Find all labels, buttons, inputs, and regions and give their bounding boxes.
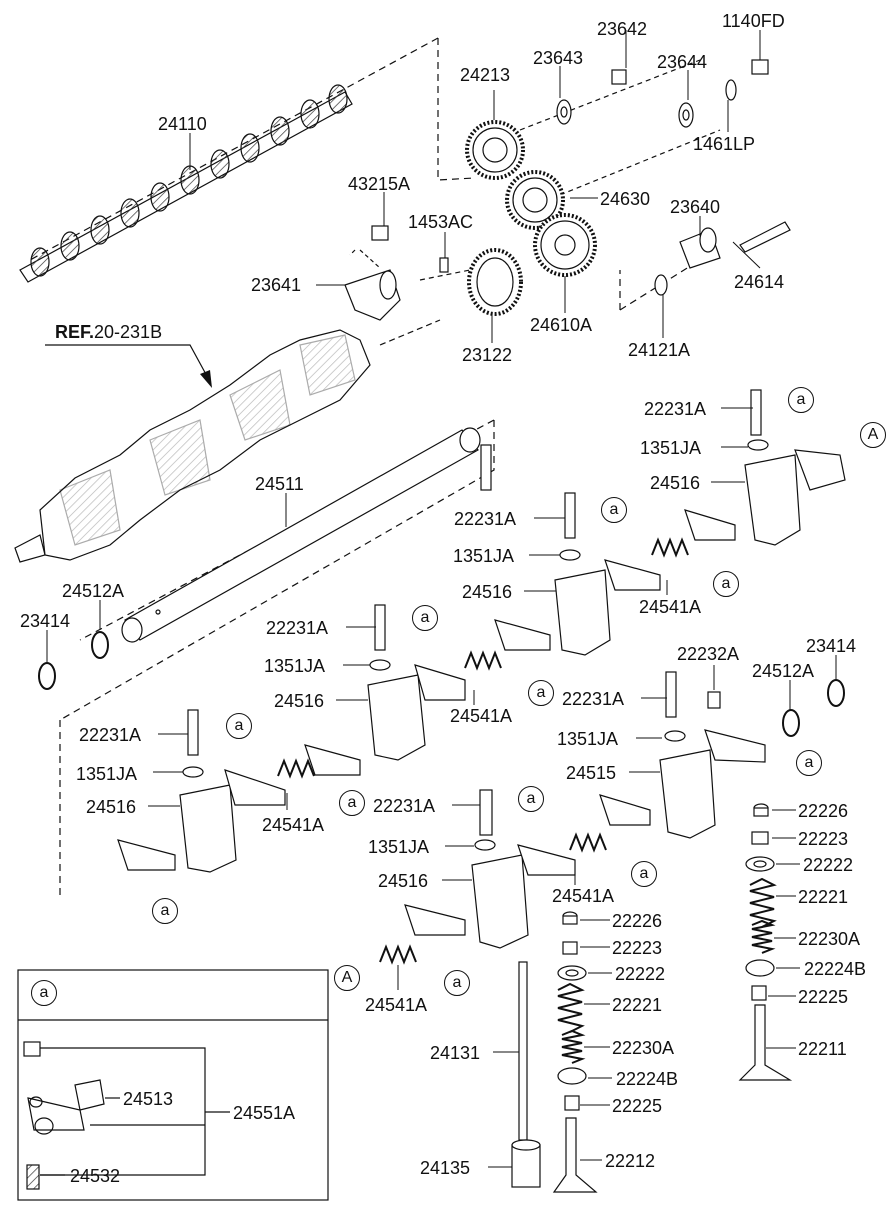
marker-A-2: A bbox=[334, 965, 360, 991]
part-label-22223-right: 22223 bbox=[798, 829, 849, 849]
part-label-1351JA-4: 1351JA bbox=[557, 729, 619, 749]
part-label-22221-right: 22221 bbox=[798, 887, 849, 907]
part-label-22226-right: 22226 bbox=[798, 801, 849, 821]
part-label-24511: 24511 bbox=[255, 474, 304, 494]
part-label-24551A: 24551A bbox=[233, 1103, 296, 1123]
part-label-24516-2: 24516 bbox=[462, 582, 513, 602]
part-label-24121A: 24121A bbox=[628, 340, 691, 360]
part-label-22231A-1: 22231A bbox=[644, 399, 707, 419]
marker-a-10: a bbox=[518, 786, 544, 812]
part-label-22211: 22211 bbox=[798, 1039, 847, 1059]
crankshaft bbox=[14, 319, 441, 563]
part-label-22225-right: 22225 bbox=[798, 987, 849, 1007]
marker-a-5: a bbox=[528, 680, 554, 706]
part-label-22224B-middle: 22224B bbox=[616, 1069, 679, 1089]
part-label-24516-6: 24516 bbox=[378, 871, 429, 891]
part-label-22231A-5: 22231A bbox=[79, 725, 142, 745]
part-label-22231A-4: 22231A bbox=[562, 689, 625, 709]
part-label-1140FD: 1140FD bbox=[722, 11, 785, 31]
part-label-22226-middle: 22226 bbox=[612, 911, 663, 931]
marker-a-7: a bbox=[339, 790, 365, 816]
part-label-1453AC: 1453AC bbox=[408, 212, 474, 232]
part-label-24515: 24515 bbox=[566, 763, 617, 783]
part-label-23644: 23644 bbox=[657, 52, 708, 72]
part-label-24516-5: 24516 bbox=[86, 797, 137, 817]
marker-a-2: a bbox=[601, 497, 627, 523]
part-label-24135: 24135 bbox=[420, 1158, 471, 1178]
part-label-22231A-2: 22231A bbox=[454, 509, 517, 529]
part-label-23414-right: 23414 bbox=[806, 636, 857, 656]
part-label-24630: 24630 bbox=[600, 189, 651, 209]
part-label-24541A-3: 24541A bbox=[450, 706, 513, 726]
part-label-22231A-3: 22231A bbox=[266, 618, 329, 638]
part-label-22225-middle: 22225 bbox=[612, 1096, 663, 1116]
part-label-24513: 24513 bbox=[123, 1089, 174, 1109]
part-label-43215A: 43215A bbox=[348, 174, 411, 194]
part-label-22223-middle: 22223 bbox=[612, 938, 663, 958]
ref-number: 20-231B bbox=[94, 322, 163, 342]
part-label-23122: 23122 bbox=[462, 345, 513, 365]
part-label-24541A-6: 24541A bbox=[552, 886, 615, 906]
part-label-1351JA-6: 1351JA bbox=[368, 837, 430, 857]
marker-a-8: a bbox=[152, 898, 178, 924]
marker-a-11: a bbox=[631, 861, 657, 887]
part-label-22212: 22212 bbox=[605, 1151, 656, 1171]
part-label-22230A-middle: 22230A bbox=[612, 1038, 675, 1058]
marker-a-3: a bbox=[713, 571, 739, 597]
part-label-22230A-right: 22230A bbox=[798, 929, 861, 949]
part-label-24516-3: 24516 bbox=[274, 691, 325, 711]
part-label-22224B-right: 22224B bbox=[804, 959, 867, 979]
part-label-24512A-right: 24512A bbox=[752, 661, 815, 681]
part-label-24110: 24110 bbox=[158, 114, 207, 134]
part-label-22231A-6: 22231A bbox=[373, 796, 436, 816]
part-label-23643: 23643 bbox=[533, 48, 584, 68]
ref-label: REF.20-231B bbox=[55, 323, 162, 341]
part-label-24541A-5: 24541A bbox=[262, 815, 325, 835]
marker-a-1: a bbox=[788, 387, 814, 413]
part-label-24516-1: 24516 bbox=[650, 473, 701, 493]
marker-a-6: a bbox=[226, 713, 252, 739]
marker-a-9: a bbox=[796, 750, 822, 776]
part-label-1351JA-3: 1351JA bbox=[264, 656, 326, 676]
part-label-22222-right: 22222 bbox=[803, 855, 854, 875]
part-label-22232A: 22232A bbox=[677, 644, 740, 664]
part-label-24610A: 24610A bbox=[530, 315, 593, 335]
part-label-24131: 24131 bbox=[430, 1043, 481, 1063]
part-label-23414-left: 23414 bbox=[20, 611, 71, 631]
marker-A-1: A bbox=[860, 422, 886, 448]
part-label-24213: 24213 bbox=[460, 65, 511, 85]
camshaft bbox=[19, 84, 353, 283]
rocker-shaft bbox=[121, 427, 481, 643]
part-label-1351JA-1: 1351JA bbox=[640, 438, 702, 458]
part-label-23640: 23640 bbox=[670, 197, 721, 217]
part-label-1351JA-2: 1351JA bbox=[453, 546, 515, 566]
ref-prefix: REF. bbox=[55, 322, 95, 342]
inset-marker-a: a bbox=[31, 980, 57, 1006]
part-label-24532: 24532 bbox=[70, 1166, 121, 1186]
part-label-23642: 23642 bbox=[597, 19, 648, 39]
part-label-1461LP: 1461LP bbox=[693, 134, 756, 154]
part-label-24541A-2: 24541A bbox=[639, 597, 702, 617]
part-label-22222-middle: 22222 bbox=[615, 964, 666, 984]
marker-a-4: a bbox=[412, 605, 438, 631]
part-label-24614: 24614 bbox=[734, 272, 785, 292]
part-label-24512A-left: 24512A bbox=[62, 581, 125, 601]
part-label-24541A-7: 24541A bbox=[365, 995, 428, 1015]
marker-a-12: a bbox=[444, 970, 470, 996]
gears bbox=[465, 120, 597, 316]
part-label-22221-middle: 22221 bbox=[612, 995, 663, 1015]
part-label-23641: 23641 bbox=[251, 275, 302, 295]
part-label-1351JA-5: 1351JA bbox=[76, 764, 138, 784]
